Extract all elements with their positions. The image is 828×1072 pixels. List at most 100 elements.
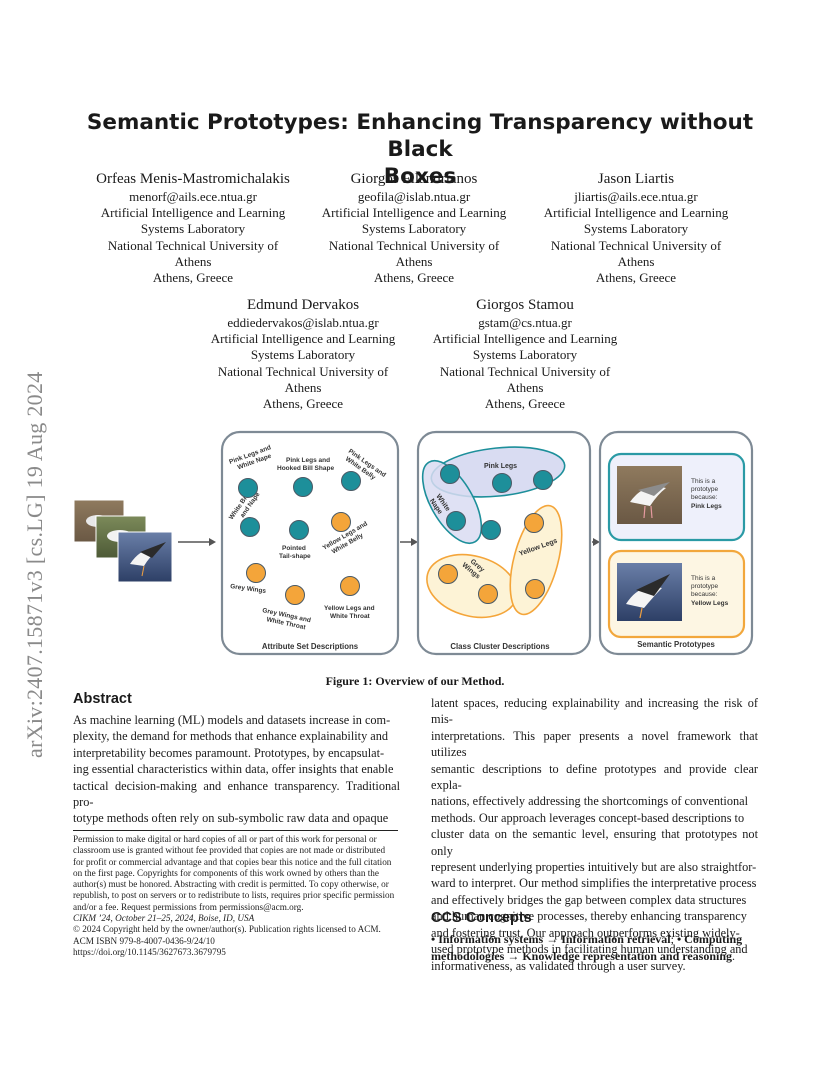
author-name: Giorgos Stamou [476,297,574,313]
author-email[interactable]: menorf@ails.ece.ntua.gr [129,189,257,204]
cluster-yellow-legs [509,504,563,616]
author-affiliation: Athens [395,253,433,269]
author-affiliation: National Technical University of [328,237,500,253]
ccs-bullet-1: • Information systems [431,932,544,946]
footnote-line: author(s) must be honored. Abstracting w… [73,879,389,890]
author-affiliation: Artificial Intelligence and Learning [543,205,729,221]
author-affiliation: Artificial Intelligence and Learning [432,331,618,347]
proto2-line3: because: [691,591,718,598]
footnote-rule [73,830,398,831]
author-block-5: Giorgos Stamou gstam@cs.ntua.gr Artifici… [410,296,640,412]
author-email[interactable]: eddiedervakos@islab.ntua.gr [227,315,379,330]
author-affiliation: Athens [617,253,655,269]
author-name: Jason Liartis [597,171,675,187]
panel2-title: Class Cluster Descriptions [450,642,550,651]
text-line: nations, effectively addressing the shor… [431,794,749,809]
author-affiliation: Systems Laboratory [361,221,467,237]
author-affiliation: Athens [506,379,544,395]
text-line: interpretations. This paper presents a n… [431,728,758,760]
author-affiliation: Artificial Intelligence and Learning [210,331,396,347]
text-line: tactical decision-making and enhance tra… [73,778,400,810]
abstract-heading: Abstract [73,691,132,707]
author-block-2: Giorgos Filandrianos geofila@islab.ntua.… [299,170,529,286]
author-affiliation: Athens [174,253,212,269]
text-line: interpretability becomes paramount. Prot… [73,745,385,760]
text-line: informativeness, as validated through a … [431,958,686,973]
proto1-reason: Pink Legs [691,503,722,510]
author-email[interactable]: geofila@islab.ntua.gr [357,189,471,204]
author-affiliation: National Technical University of [107,237,279,253]
author-email[interactable]: gstam@cs.ntua.gr [478,315,572,330]
isbn-line: ACM ISBN 979-8-4007-0436-9/24/10 [73,935,215,946]
input-images [73,499,173,583]
author-affiliation: Artificial Intelligence and Learning [321,205,507,221]
author-affiliation: National Technical University of [217,363,389,379]
footnote-line: for profit or commercial advantage and t… [73,856,392,867]
ccs-term-1: Information retrieval [561,932,671,946]
ccs-end: . [732,948,736,963]
ccs-term-2: Knowledge representation and reasoning [522,948,733,963]
text-line: plexity, the demand for methods that enh… [73,729,389,744]
proto2-reason: Yellow Legs [691,600,729,607]
doi-link[interactable]: https://doi.org/10.1145/3627673.3679795 [73,946,226,957]
abstract-right-column: latent spaces, reducing explainability a… [431,695,758,974]
text-line: totype methods often rely on sub-symboli… [73,811,389,826]
author-location: Athens, Greece [595,270,677,286]
text-line: and effectively bridges the gap between … [431,892,747,907]
permission-footnote: Permission to make digital or hard copie… [73,830,400,958]
panel1-title: Attribute Set Descriptions [262,642,359,651]
ccs-heading: CCS Concepts [431,910,532,926]
author-block-3: Jason Liartis jliartis@ails.ece.ntua.gr … [521,170,751,286]
text-line: ward to interpret. Our method simplifies… [431,876,757,891]
footnote-line: classroom use is granted without fee pro… [73,845,386,856]
author-name: Giorgos Filandrianos [350,171,478,187]
author-email[interactable]: jliartis@ails.ece.ntua.gr [574,189,698,204]
footnote-line: and/or a fee. Request permissions from p… [73,901,304,912]
author-block-1: Orfeas Menis-Mastromichalakis menorf@ail… [78,170,308,286]
footnote-line: on the first page. Copyrights for compon… [73,867,379,878]
text-line: used prototype methods in facilitating h… [431,942,748,957]
figure-caption: Figure 1: Overview of our Method. [325,674,505,688]
ccs-bullet-2b: methodologies [431,948,505,963]
abstract-left-column: As machine learning (ML) models and data… [73,712,400,827]
ccs-arrow: → [543,932,562,946]
title-line-2: Boxes [383,164,457,189]
author-affiliation: Athens [284,379,322,395]
cluster-white-nape [421,460,483,544]
author-name: Orfeas Menis-Mastromichalakis [96,171,290,187]
author-location: Athens, Greece [484,396,566,412]
label-cluster-pink-legs: Pink Legs [484,463,517,470]
paper-title: Semantic Prototypes: Enhancing Transpare… [70,109,770,190]
copyright-line: © 2024 Copyright held by the owner/autho… [73,924,381,935]
author-affiliation: Systems Laboratory [583,221,689,237]
footnote-line: republish, to post on servers or to redi… [73,890,395,901]
ccs-concepts: • Information systems → Information retr… [431,931,758,964]
author-affiliation: Artificial Intelligence and Learning [100,205,286,221]
ccs-bullet-2: • Computing [676,932,743,946]
author-block-4: Edmund Dervakos eddiedervakos@islab.ntua… [188,296,418,412]
panel3-title: Semantic Prototypes [637,640,715,649]
author-location: Athens, Greece [373,270,455,286]
author-affiliation: National Technical University of [439,363,611,379]
proto1-line2: prototype [691,486,718,493]
ccs-arrow: → [504,948,523,963]
conference-info: CIKM ’24, October 21–25, 2024, Boise, ID… [73,913,255,924]
proto1-line3: because: [691,494,718,501]
author-affiliation: Systems Laboratory [140,221,246,237]
ccs-separator: ; [670,932,677,946]
author-affiliation: Systems Laboratory [250,347,356,363]
author-location: Athens, Greece [152,270,234,286]
proto1-line1: This is a [691,478,716,485]
author-affiliation: National Technical University of [550,237,722,253]
text-line: cluster data on the semantic level, ensu… [431,827,758,858]
arxiv-identifier: arXiv:2407.15871v3 [cs.LG] 19 Aug 2024 [22,371,47,758]
text-line: latent spaces, reducing explainability a… [431,696,758,727]
text-line: and human cognitive processes, thereby e… [431,909,747,924]
author-affiliation: Systems Laboratory [472,347,578,363]
author-location: Athens, Greece [262,396,344,412]
text-line: represent underlying properties intuitiv… [431,860,757,875]
